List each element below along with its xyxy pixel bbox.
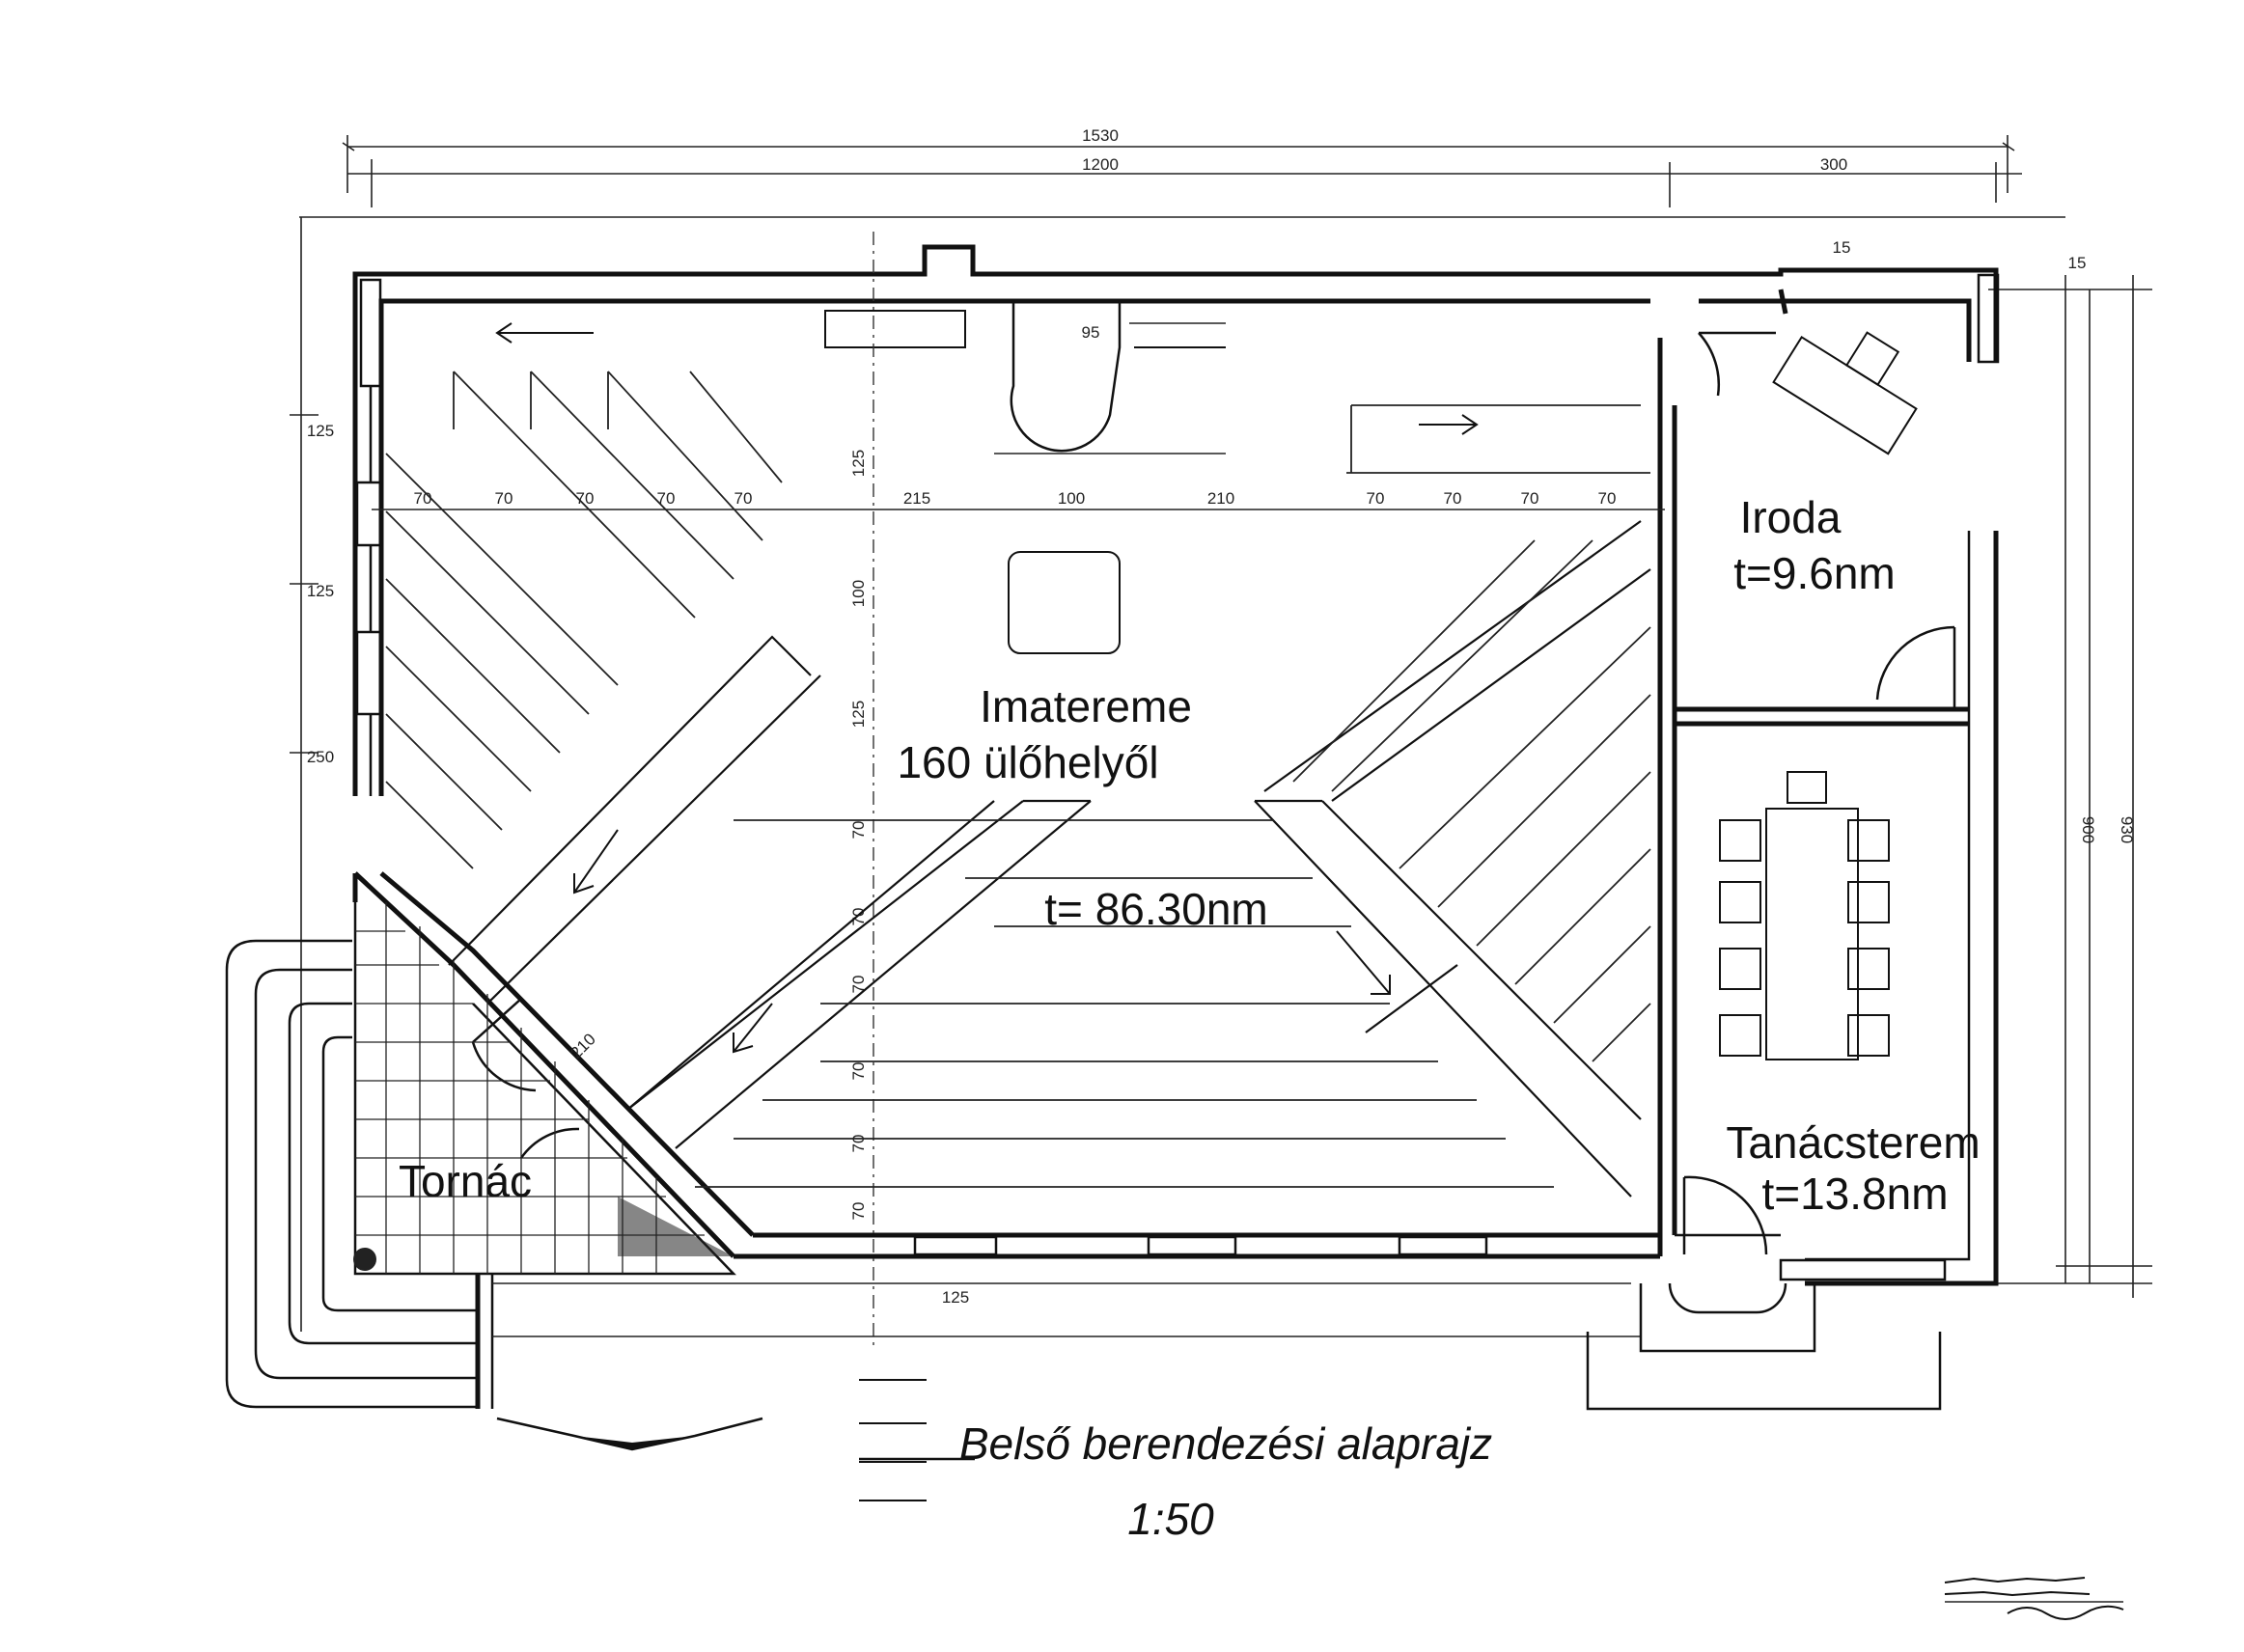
row-mark-11: 70: [1521, 489, 1539, 508]
office-name: Iroda: [1740, 492, 1842, 542]
row-mark-7: 100: [1058, 489, 1085, 508]
window-mark-4: 125: [942, 1288, 969, 1307]
row-mark-2: 70: [495, 489, 513, 508]
left-dimension-lines: [290, 217, 319, 1332]
side-width-label: 300: [1820, 155, 1847, 174]
overall-depth-label: 930: [2118, 816, 2136, 843]
drawing-scale: 1:50: [1127, 1494, 1214, 1544]
porch-tiles: [353, 902, 736, 1276]
left-windows: 125 125 250: [307, 386, 382, 796]
row-mark-6: 215: [903, 489, 930, 508]
axis-mark-6: 70: [849, 976, 868, 994]
altar-square: [1008, 551, 1121, 654]
council-room-name: Tanácsterem: [1726, 1117, 1980, 1168]
signature-stamp: [1944, 1577, 2124, 1620]
axis-mark-4: 70: [849, 821, 868, 840]
council-table: [1719, 771, 1890, 1060]
axis-mark-7: 70: [849, 1062, 868, 1081]
circulation-arrows: [495, 322, 1479, 1054]
inner-depth-label: 900: [2079, 816, 2097, 843]
axis-mark-8: 70: [849, 1135, 868, 1153]
top-edge-label: 15: [1833, 238, 1851, 257]
prayer-hall-name: Imatereme: [980, 681, 1192, 731]
stair-mark: 95: [1082, 323, 1100, 342]
center-axis-marks: 125 100 125 70 70 70 70 70 70: [849, 450, 868, 1221]
row-mark-1: 70: [414, 489, 432, 508]
axis-mark-3: 125: [849, 701, 868, 728]
pews-left-block: [385, 371, 783, 869]
pews-right-block: [1292, 404, 1651, 1062]
row-mark-12: 70: [1598, 489, 1617, 508]
right-dimension-lines: 900 930 15: [1988, 254, 2152, 1298]
interior-partitions: [1657, 338, 1969, 1256]
axis-mark-9: 70: [849, 1202, 868, 1221]
window-mark-1: 125: [307, 422, 334, 440]
row-mark-10: 70: [1444, 489, 1462, 508]
front-entrance: [492, 1282, 1641, 1501]
row-mark-9: 70: [1367, 489, 1385, 508]
row-mark-5: 70: [734, 489, 753, 508]
main-width-label: 1200: [1082, 155, 1119, 174]
row-mark-4: 70: [657, 489, 676, 508]
diagonal-aisles: [448, 520, 1651, 1198]
porch-steps: [225, 939, 494, 1409]
office-desk: [1772, 331, 1918, 455]
window-mark-2: 125: [307, 582, 334, 600]
prayer-hall-area: t= 86.30nm: [1044, 884, 1267, 934]
door-mark: 210: [567, 1030, 598, 1061]
bottom-windows: 125: [913, 1235, 1947, 1307]
side-entrance: [1586, 1282, 1942, 1411]
row-mark-3: 70: [576, 489, 595, 508]
window-mark-3: 250: [307, 748, 334, 766]
stair-area: 95: [824, 301, 1226, 454]
overall-width-label: 1530: [1082, 126, 1119, 145]
row-mark-8: 210: [1207, 489, 1234, 508]
porch-name: Tornác: [399, 1156, 532, 1206]
prayer-hall-seats: 160 ülőhelyől: [897, 737, 1158, 787]
office-area: t=9.6nm: [1733, 548, 1896, 598]
doors: [471, 331, 1956, 1255]
right-edge-label: 15: [2068, 254, 2087, 272]
hall-dimension-chain: 70 70 70 70 70 215 100 210 70 70 70 70: [372, 489, 1665, 510]
top-dimension-lines: 1530 1200 300 15: [299, 126, 2065, 257]
axis-mark-1: 125: [849, 450, 868, 477]
pews-center-block: [695, 819, 1554, 1188]
axis-mark-2: 100: [849, 580, 868, 607]
council-room-area: t=13.8nm: [1761, 1169, 1948, 1219]
drawing-title: Belső berendezési alaprajz: [959, 1418, 1492, 1469]
